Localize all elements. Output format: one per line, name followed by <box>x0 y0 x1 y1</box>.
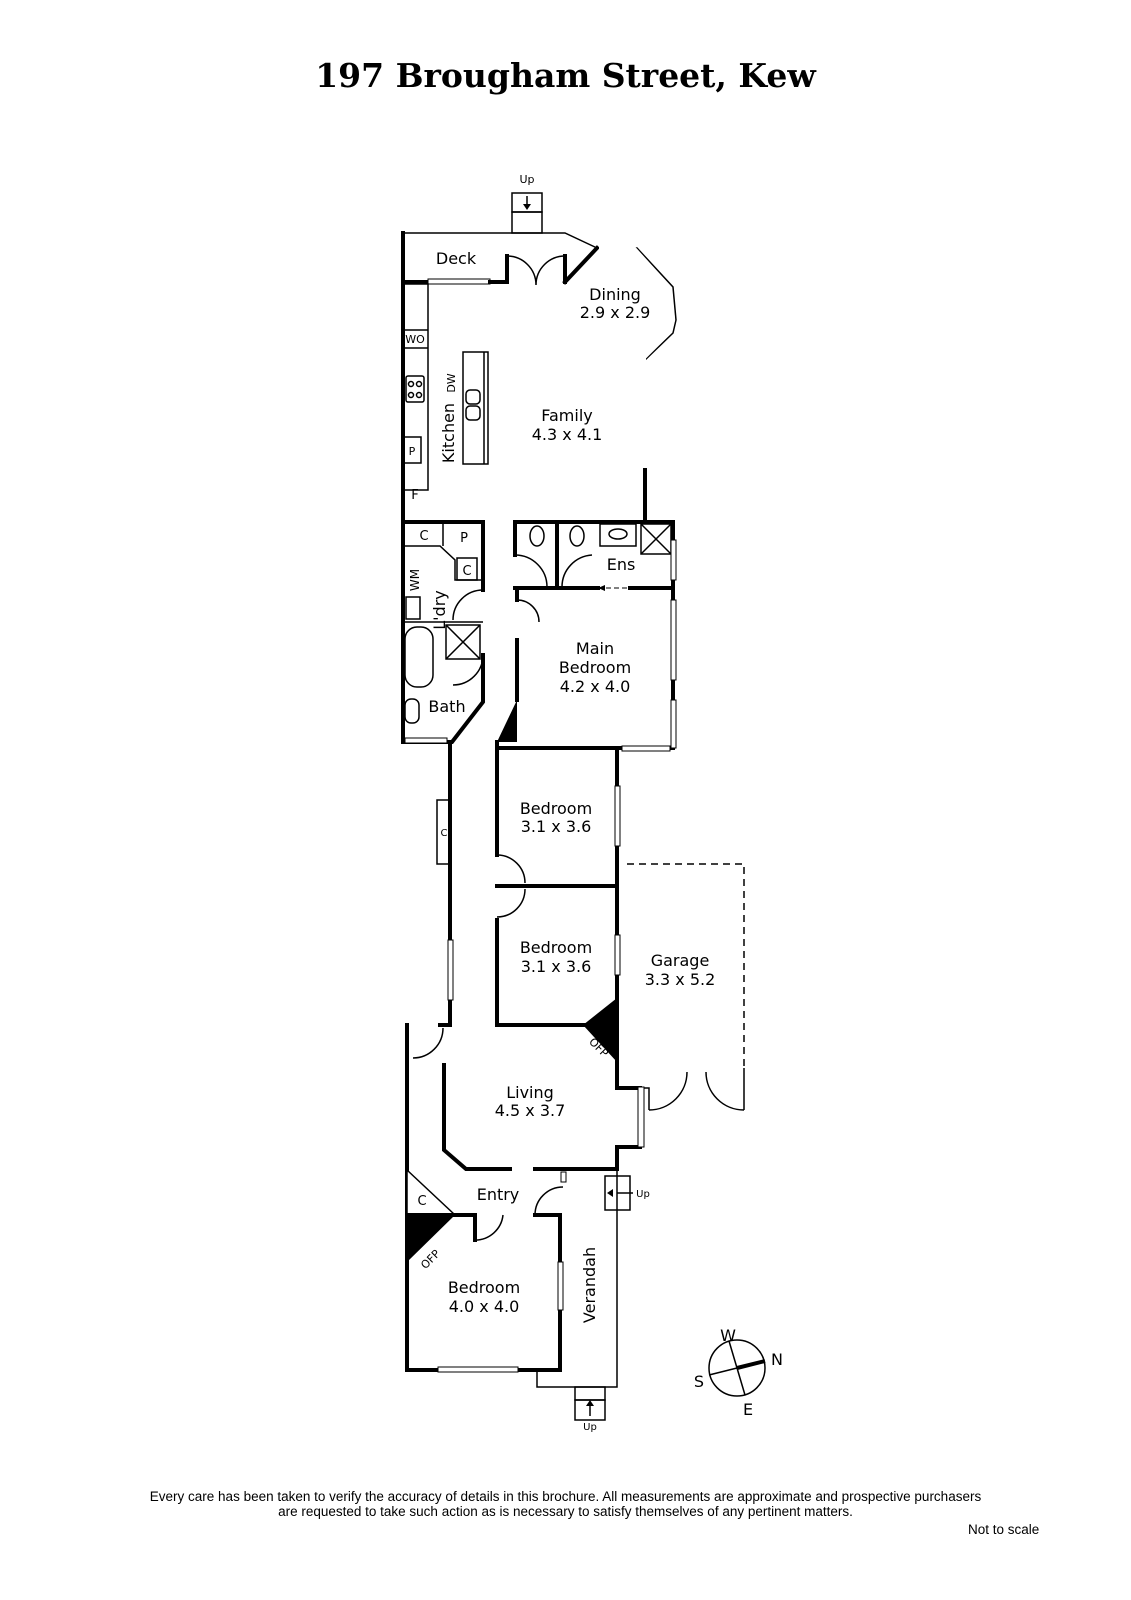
plan-label: C <box>462 564 471 579</box>
laundry-bath: C P C WM L'dry Bath <box>401 520 485 744</box>
plan-label: E <box>743 1400 753 1419</box>
laundry-label: L'dry <box>430 590 449 630</box>
plan-label: N <box>771 1350 783 1369</box>
plan-label: OFP <box>418 1247 443 1272</box>
dining-bay-windows <box>562 245 677 522</box>
plan-label: Up <box>519 173 534 186</box>
plan-label: 4.3 x 4.1 <box>532 425 603 444</box>
plan-label: Family <box>541 406 592 425</box>
bath-label: Bath <box>428 697 465 716</box>
plan-label: 4.2 x 4.0 <box>560 677 631 696</box>
plan-label: Bedroom <box>559 658 631 677</box>
plan-label: Entry <box>477 1185 520 1204</box>
plan-label: Bedroom <box>448 1278 520 1297</box>
plan-label: 3.1 x 3.6 <box>521 957 592 976</box>
plan-label: 2.9 x 2.9 <box>580 303 651 322</box>
garage: Garage 3.3 x 5.2 <box>617 863 745 1111</box>
plan-label: 4.0 x 4.0 <box>449 1297 520 1316</box>
kitchen-label: Kitchen <box>439 403 458 463</box>
plan-label: Living <box>506 1083 554 1102</box>
plan-label: P <box>409 445 416 458</box>
plan-label: DW <box>445 373 458 392</box>
kitchen-fittings: WO P F DW Kitchen <box>403 283 489 503</box>
plan-label: 4.5 x 3.7 <box>495 1101 566 1120</box>
plan-label: W <box>720 1326 736 1345</box>
plan-label: Bedroom <box>520 938 592 957</box>
disclaimer-line-1: Every care has been taken to verify the … <box>149 1489 982 1504</box>
plan-label: Dining <box>589 285 641 304</box>
plan-label: WO <box>405 333 425 346</box>
plan-label: P <box>460 531 468 546</box>
living-entry: Living 4.5 x 3.7 C OFP Entry Bedroom 4.0… <box>405 1023 645 1373</box>
verandah-label: Verandah <box>580 1247 599 1323</box>
plan-label: C <box>419 529 428 544</box>
plan-label: S <box>694 1372 704 1391</box>
plan-label: WM <box>408 569 422 591</box>
page-title: 197 Brougham Street, Kew <box>315 56 816 95</box>
ensuite-main-bedroom: Ens Main Bedroom 4.2 x 4.0 <box>497 520 677 752</box>
top-steps: Up <box>511 173 543 234</box>
plan-label: C <box>417 1194 426 1209</box>
deck-label: Deck <box>436 249 477 268</box>
plan-label: Up <box>636 1189 650 1200</box>
disclaimer: Every care has been taken to verify the … <box>0 1489 1131 1519</box>
compass-icon: W N S E <box>694 1326 783 1419</box>
deck-area <box>401 231 598 744</box>
ens-label: Ens <box>607 555 636 574</box>
verandah: Up Up Verandah <box>536 1169 650 1433</box>
plan-label: Up <box>583 1422 597 1433</box>
plan-label: Bedroom <box>520 799 592 818</box>
not-to-scale-note: Not to scale <box>968 1522 1040 1537</box>
plan-label: Main <box>576 639 614 658</box>
plan-label: 3.1 x 3.6 <box>521 817 592 836</box>
plan-label: F <box>411 488 418 503</box>
plan-label: 3.3 x 5.2 <box>645 970 716 989</box>
plan-label: C <box>441 828 448 839</box>
disclaimer-line-2: are requested to take such action as is … <box>278 1504 853 1519</box>
bedrooms-corridor: C OFP Bedroom 3.1 x 3.6 Bedroom 3.1 x 3.… <box>436 740 621 1062</box>
plan-label: Garage <box>651 951 710 970</box>
